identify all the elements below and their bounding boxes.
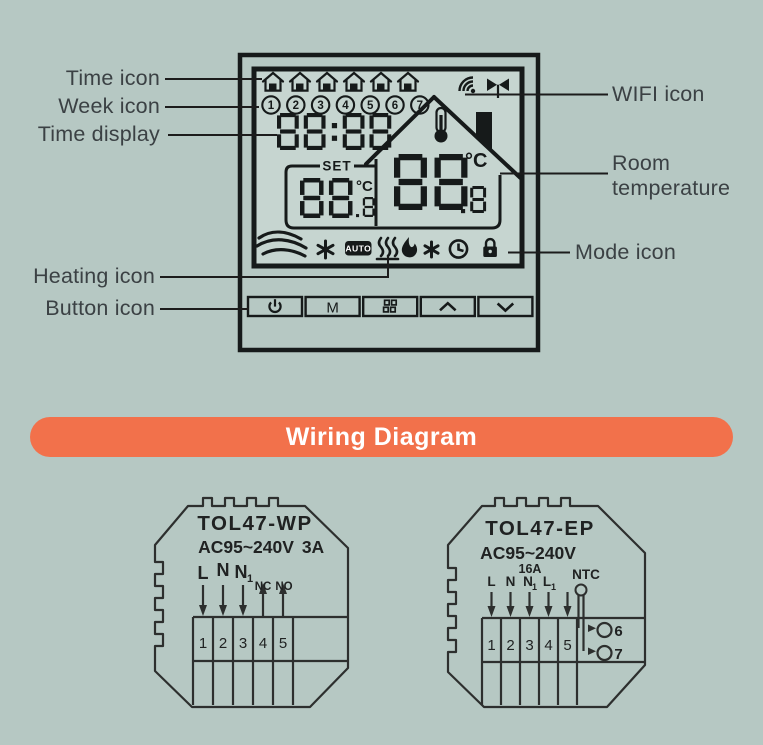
wp-terminal-label: N: [235, 562, 248, 582]
ep-voltage: AC95~240V: [480, 543, 576, 563]
callout-time-display: Time display: [37, 122, 160, 146]
ep-terminal-label: N: [506, 574, 516, 589]
wp-terminal-label: N: [217, 560, 230, 580]
set-temperature-fraction: [356, 197, 375, 218]
setpoint-frame: [284, 164, 502, 230]
flame-icon: [401, 237, 418, 258]
button-row: M: [246, 295, 534, 318]
callout-time-icon: Time icon: [65, 66, 160, 90]
program-grid-icon: [382, 299, 398, 313]
ep-terminal-number: 2: [506, 637, 514, 654]
wp-terminal-number: 3: [239, 635, 247, 652]
week-number: 3: [317, 100, 323, 112]
room-temperature-unit: °C: [465, 150, 487, 172]
wp-terminal-number: 5: [279, 635, 287, 652]
wp-amps: 3A: [302, 537, 325, 557]
week-number: 2: [293, 100, 299, 112]
wp-voltage: AC95~240V: [198, 537, 294, 557]
ep-terminal-label: L: [543, 574, 551, 589]
mode-button[interactable]: M: [304, 295, 361, 318]
wp-terminal-label: L: [198, 563, 209, 583]
thermostat-device: 1 2 3 4 5 6 7 SET °C: [237, 52, 541, 353]
set-label: SET: [322, 159, 351, 174]
wp-terminal-label: NO: [275, 581, 292, 593]
up-icon: [439, 301, 457, 312]
frost-icon: [423, 240, 440, 259]
ep-terminal-number: 1: [487, 637, 495, 654]
up-button[interactable]: [419, 295, 476, 318]
ep-sensor-terminal: 7: [614, 646, 622, 663]
down-icon: [496, 302, 515, 313]
ep-sensor-label: NTC: [572, 567, 600, 582]
set-temperature-unit: °C: [356, 178, 373, 195]
program-button[interactable]: [362, 295, 419, 318]
ep-terminal-number: 3: [525, 637, 533, 654]
clock-icon: [448, 239, 469, 259]
ep-terminal-number: 4: [544, 637, 552, 654]
wp-terminal-label: NC: [255, 581, 272, 593]
callout-lines: [160, 78, 608, 310]
power-button[interactable]: [246, 295, 304, 318]
wp-model: TOL47-WP: [197, 512, 312, 535]
wiring-diagram-ep: TOL47-EP AC95~240V 16A L N N 1 L 1 NTC 1…: [446, 496, 647, 709]
down-button[interactable]: [477, 295, 534, 318]
thermometer-icon: [434, 106, 448, 143]
room-temperature-fraction: [461, 186, 487, 214]
auto-label: AUTO: [345, 244, 371, 254]
chimney: [476, 112, 492, 150]
wp-terminal-label-sub: 1: [247, 573, 253, 585]
callout-wifi-icon: WIFI icon: [612, 82, 705, 106]
wp-terminal-number: 4: [259, 635, 267, 652]
wiring-diagram-wp: TOL47-WP AC95~240V 3A L N N 1 NC NO 1 2 …: [153, 496, 350, 709]
house-icon: [364, 95, 523, 226]
time-display: [277, 113, 392, 150]
lock-icon: [483, 237, 497, 257]
wp-outline: [153, 496, 350, 709]
week-number: 6: [392, 100, 398, 112]
ep-amps: 16A: [519, 562, 542, 576]
ep-terminal-label-sub: 1: [551, 582, 556, 592]
week-number: 4: [342, 100, 349, 112]
ep-terminal-label: L: [487, 574, 495, 589]
ntc-sensor: [574, 583, 613, 662]
antenna-icon: [487, 78, 509, 98]
week-number: 7: [417, 100, 423, 112]
callout-heating-icon: Heating icon: [33, 264, 155, 288]
auto-mode-badge: AUTO: [345, 241, 372, 256]
ep-sensor-terminal: 6: [614, 623, 622, 640]
callout-week-icon: Week icon: [58, 94, 160, 118]
week-number: 1: [268, 100, 275, 112]
power-icon: [268, 299, 282, 314]
week-number: 5: [367, 100, 374, 112]
callout-room-temperature: Room temperature: [612, 151, 731, 200]
ep-terminal-label: N: [523, 574, 533, 589]
mode-button-label: M: [326, 299, 339, 316]
week-number-icons: 1 2 3 4 5 6 7: [261, 95, 430, 115]
ep-model: TOL47-EP: [485, 517, 595, 540]
fan-icon: [316, 239, 335, 260]
ep-terminal-label-sub: 1: [532, 582, 537, 592]
wiring-diagram-banner-text: Wiring Diagram: [285, 422, 478, 451]
callout-mode-icon: Mode icon: [575, 240, 676, 264]
wave-icon: [255, 230, 308, 258]
wifi-icon: [458, 76, 476, 94]
wp-terminal-number: 2: [219, 635, 227, 652]
wp-terminal-number: 1: [199, 635, 207, 652]
wiring-diagram-banner: Wiring Diagram: [30, 417, 733, 457]
ep-terminal-number: 5: [563, 637, 571, 654]
ep-outline: [446, 496, 647, 709]
callout-button-icon: Button icon: [45, 296, 155, 320]
